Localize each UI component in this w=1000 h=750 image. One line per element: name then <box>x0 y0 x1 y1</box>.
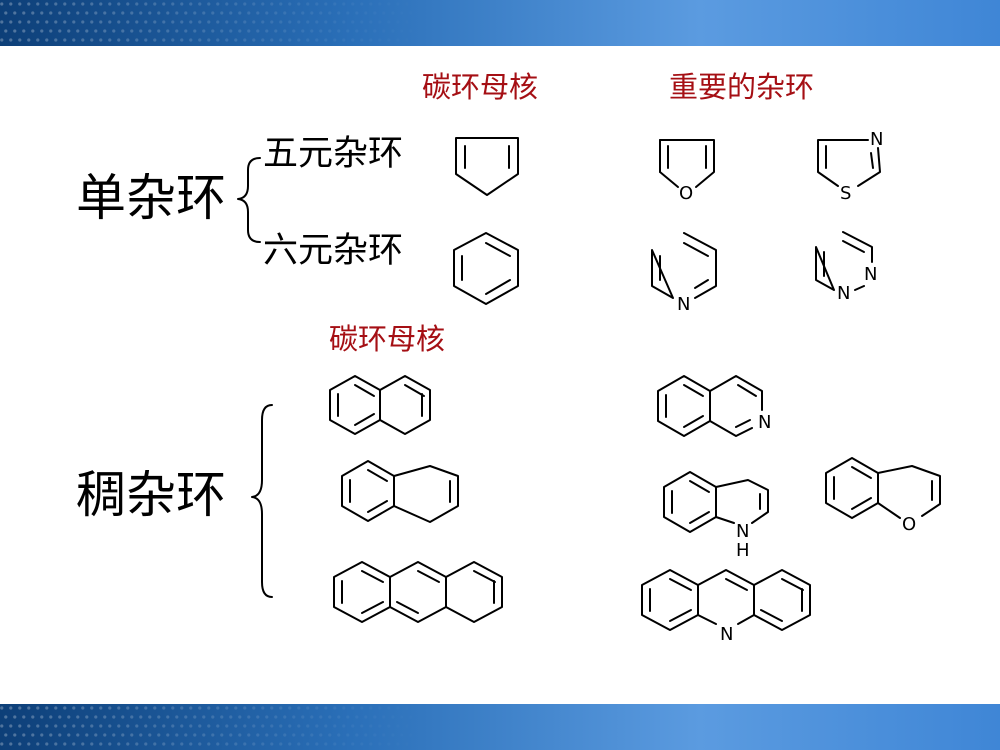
indole-nitrogen-label: N <box>736 521 749 542</box>
furan-oxygen-label: O <box>679 183 693 204</box>
cyclopentadiene-structure <box>455 137 519 196</box>
benzofuran-structure: O <box>825 457 941 535</box>
indene-structure <box>341 460 459 523</box>
header-band <box>0 0 1000 46</box>
heading-carbocycle-parent: 碳环母核 <box>422 70 539 104</box>
thiazole-nitrogen-label: N <box>870 129 883 150</box>
category-six-membered: 六元杂环 <box>263 231 404 271</box>
pyridine-nitrogen-label: N <box>677 294 690 315</box>
pyridazine-structure: N N <box>815 231 877 304</box>
naphthalene-structure <box>329 375 431 435</box>
brace-fused <box>251 404 273 598</box>
pyridine-structure: N <box>651 232 717 315</box>
brace-monocyclic <box>237 157 261 243</box>
benzofuran-oxygen-label: O <box>902 514 916 535</box>
category-five-membered: 五元杂环 <box>263 134 404 174</box>
category-monocyclic-heterocycle: 单杂环 <box>76 169 226 227</box>
pyridazine-nitrogen-1-label: N <box>864 264 877 285</box>
furan-structure: O <box>659 139 715 204</box>
indole-hydrogen-label: H <box>736 540 750 561</box>
header-pattern <box>0 2 368 42</box>
benzene-structure <box>453 232 519 305</box>
footer-pattern <box>0 706 368 746</box>
acridine-nitrogen-label: N <box>720 624 733 645</box>
isoquinoline-structure: N <box>657 375 771 437</box>
thiazole-sulfur-label: S <box>840 183 851 204</box>
acridine-structure: N <box>641 569 811 645</box>
pyridazine-nitrogen-2-label: N <box>837 283 850 304</box>
indole-structure: N H <box>663 471 769 561</box>
footer-band <box>0 704 1000 750</box>
heading-carbocycle-parent-fused: 碳环母核 <box>329 322 446 356</box>
isoquinoline-nitrogen-label: N <box>758 412 771 433</box>
anthracene-structure <box>333 561 503 623</box>
category-fused-heterocycle: 稠杂环 <box>76 466 226 524</box>
thiazole-structure: N S <box>817 129 883 204</box>
heading-important-heterocycles: 重要的杂环 <box>669 70 815 104</box>
